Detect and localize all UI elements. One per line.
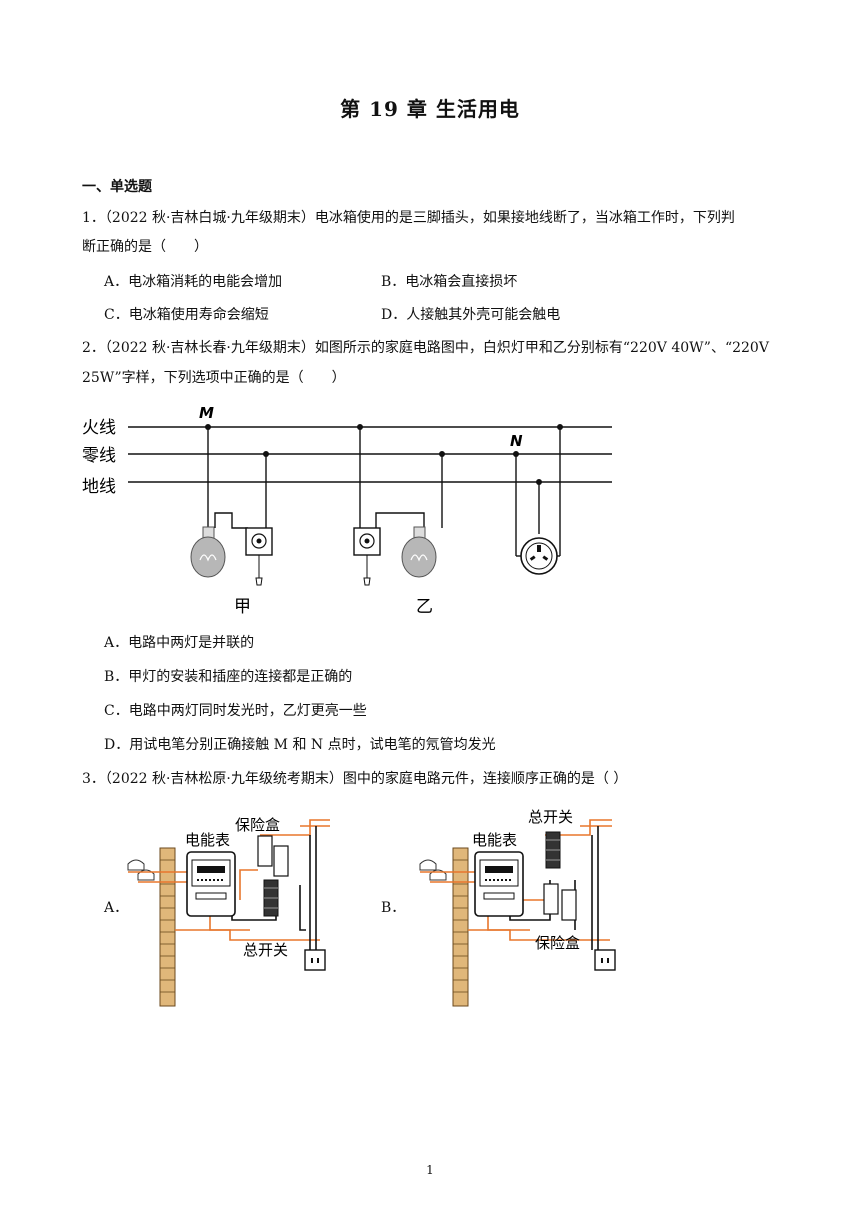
junction-dot	[357, 424, 363, 430]
question-1-option-c: C．电冰箱使用寿命会缩短	[104, 307, 269, 323]
wall-pole	[159, 847, 176, 1007]
insulator-icon	[127, 859, 155, 881]
junction-n	[513, 451, 519, 457]
fuse-box-icon	[257, 835, 289, 877]
lamp-yi-label: 乙	[416, 597, 433, 617]
question-3-option-b: B．	[381, 900, 406, 916]
fuse-box-icon	[543, 883, 577, 921]
question-1-text-line2: 断正确的是（ ）	[82, 239, 208, 255]
question-2-option-a: A．电路中两灯是并联的	[104, 635, 255, 651]
live-wire-label: 火线	[82, 418, 116, 438]
point-n-label: N	[510, 432, 523, 450]
energy-meter-icon	[186, 851, 236, 917]
question-3-text: 3．（2022 秋·吉林松原·九年级统考期末）图中的家庭电路元件，连接顺序正确的…	[82, 771, 628, 787]
page-title: 第 19 章 生活用电	[340, 97, 520, 121]
question-2-text-line2: 25W”字样，下列选项中正确的是（ ）	[82, 370, 346, 386]
household-circuit-figure: 火线 零线 地线 M N 甲	[82, 404, 612, 617]
page-number: 1	[426, 1163, 434, 1177]
label-main-switch: 总开关	[243, 941, 288, 959]
label-fuse-box: 保险盒	[235, 816, 280, 834]
label-meter: 电能表	[472, 831, 517, 849]
lamp-jia-label: 甲	[234, 597, 251, 617]
main-switch-icon	[545, 831, 561, 869]
section-heading: 一、单选题	[82, 179, 152, 195]
neutral-wire-label: 零线	[82, 446, 116, 466]
question-1-option-a: A．电冰箱消耗的电能会增加	[104, 274, 283, 290]
question-2-option-b: B．甲灯的安装和插座的连接都是正确的	[104, 669, 353, 685]
point-m-label: M	[199, 404, 214, 422]
outlet-icon	[594, 949, 616, 971]
label-main-switch: 总开关	[528, 808, 573, 826]
lamp-jia-branch	[207, 427, 267, 529]
socket-branch	[515, 427, 561, 557]
junction-dot	[557, 424, 563, 430]
outlet-icon	[304, 949, 326, 971]
question-2-option-d: D．用试电笔分别正确接触 M 和 N 点时，试电笔的氖管均发光	[104, 737, 496, 753]
question-1-option-b: B．电冰箱会直接损坏	[381, 274, 518, 290]
junction-m	[205, 424, 211, 430]
bulb-jia-icon	[190, 526, 226, 578]
wiring-figure-a: 电能表 保险盒 总开关	[127, 816, 330, 1007]
energy-meter-icon	[474, 851, 524, 917]
question-1-option-d: D．人接触其外壳可能会触电	[381, 307, 561, 323]
insulator-icon	[419, 859, 447, 881]
wall-pole	[452, 847, 469, 1007]
junction-dot	[439, 451, 445, 457]
ground-wire-label: 地线	[82, 477, 116, 497]
lamp-yi-branch	[359, 427, 443, 529]
label-fuse-box: 保险盒	[535, 934, 580, 952]
junction-dot	[263, 451, 269, 457]
bulb-yi-icon	[401, 526, 437, 578]
three-pin-socket-icon	[520, 537, 558, 575]
question-2-text-line1: 2．（2022 秋·吉林长春·九年级期末）如图所示的家庭电路图中，白炽灯甲和乙分…	[82, 340, 769, 356]
label-meter: 电能表	[185, 831, 230, 849]
wiring-figure-b: 电能表 总开关 保险盒	[419, 808, 616, 1007]
main-switch-icon	[263, 879, 279, 917]
junction-dot	[536, 479, 542, 485]
question-2-option-c: C．电路中两灯同时发光时，乙灯更亮一些	[104, 703, 367, 719]
pull-switch-jia-icon	[245, 527, 273, 586]
pull-switch-yi-icon	[353, 527, 381, 586]
question-1-text-line1: 1．（2022 秋·吉林白城·九年级期末）电冰箱使用的是三脚插头，如果接地线断了…	[82, 210, 735, 226]
question-3-option-a: A．	[104, 900, 129, 916]
